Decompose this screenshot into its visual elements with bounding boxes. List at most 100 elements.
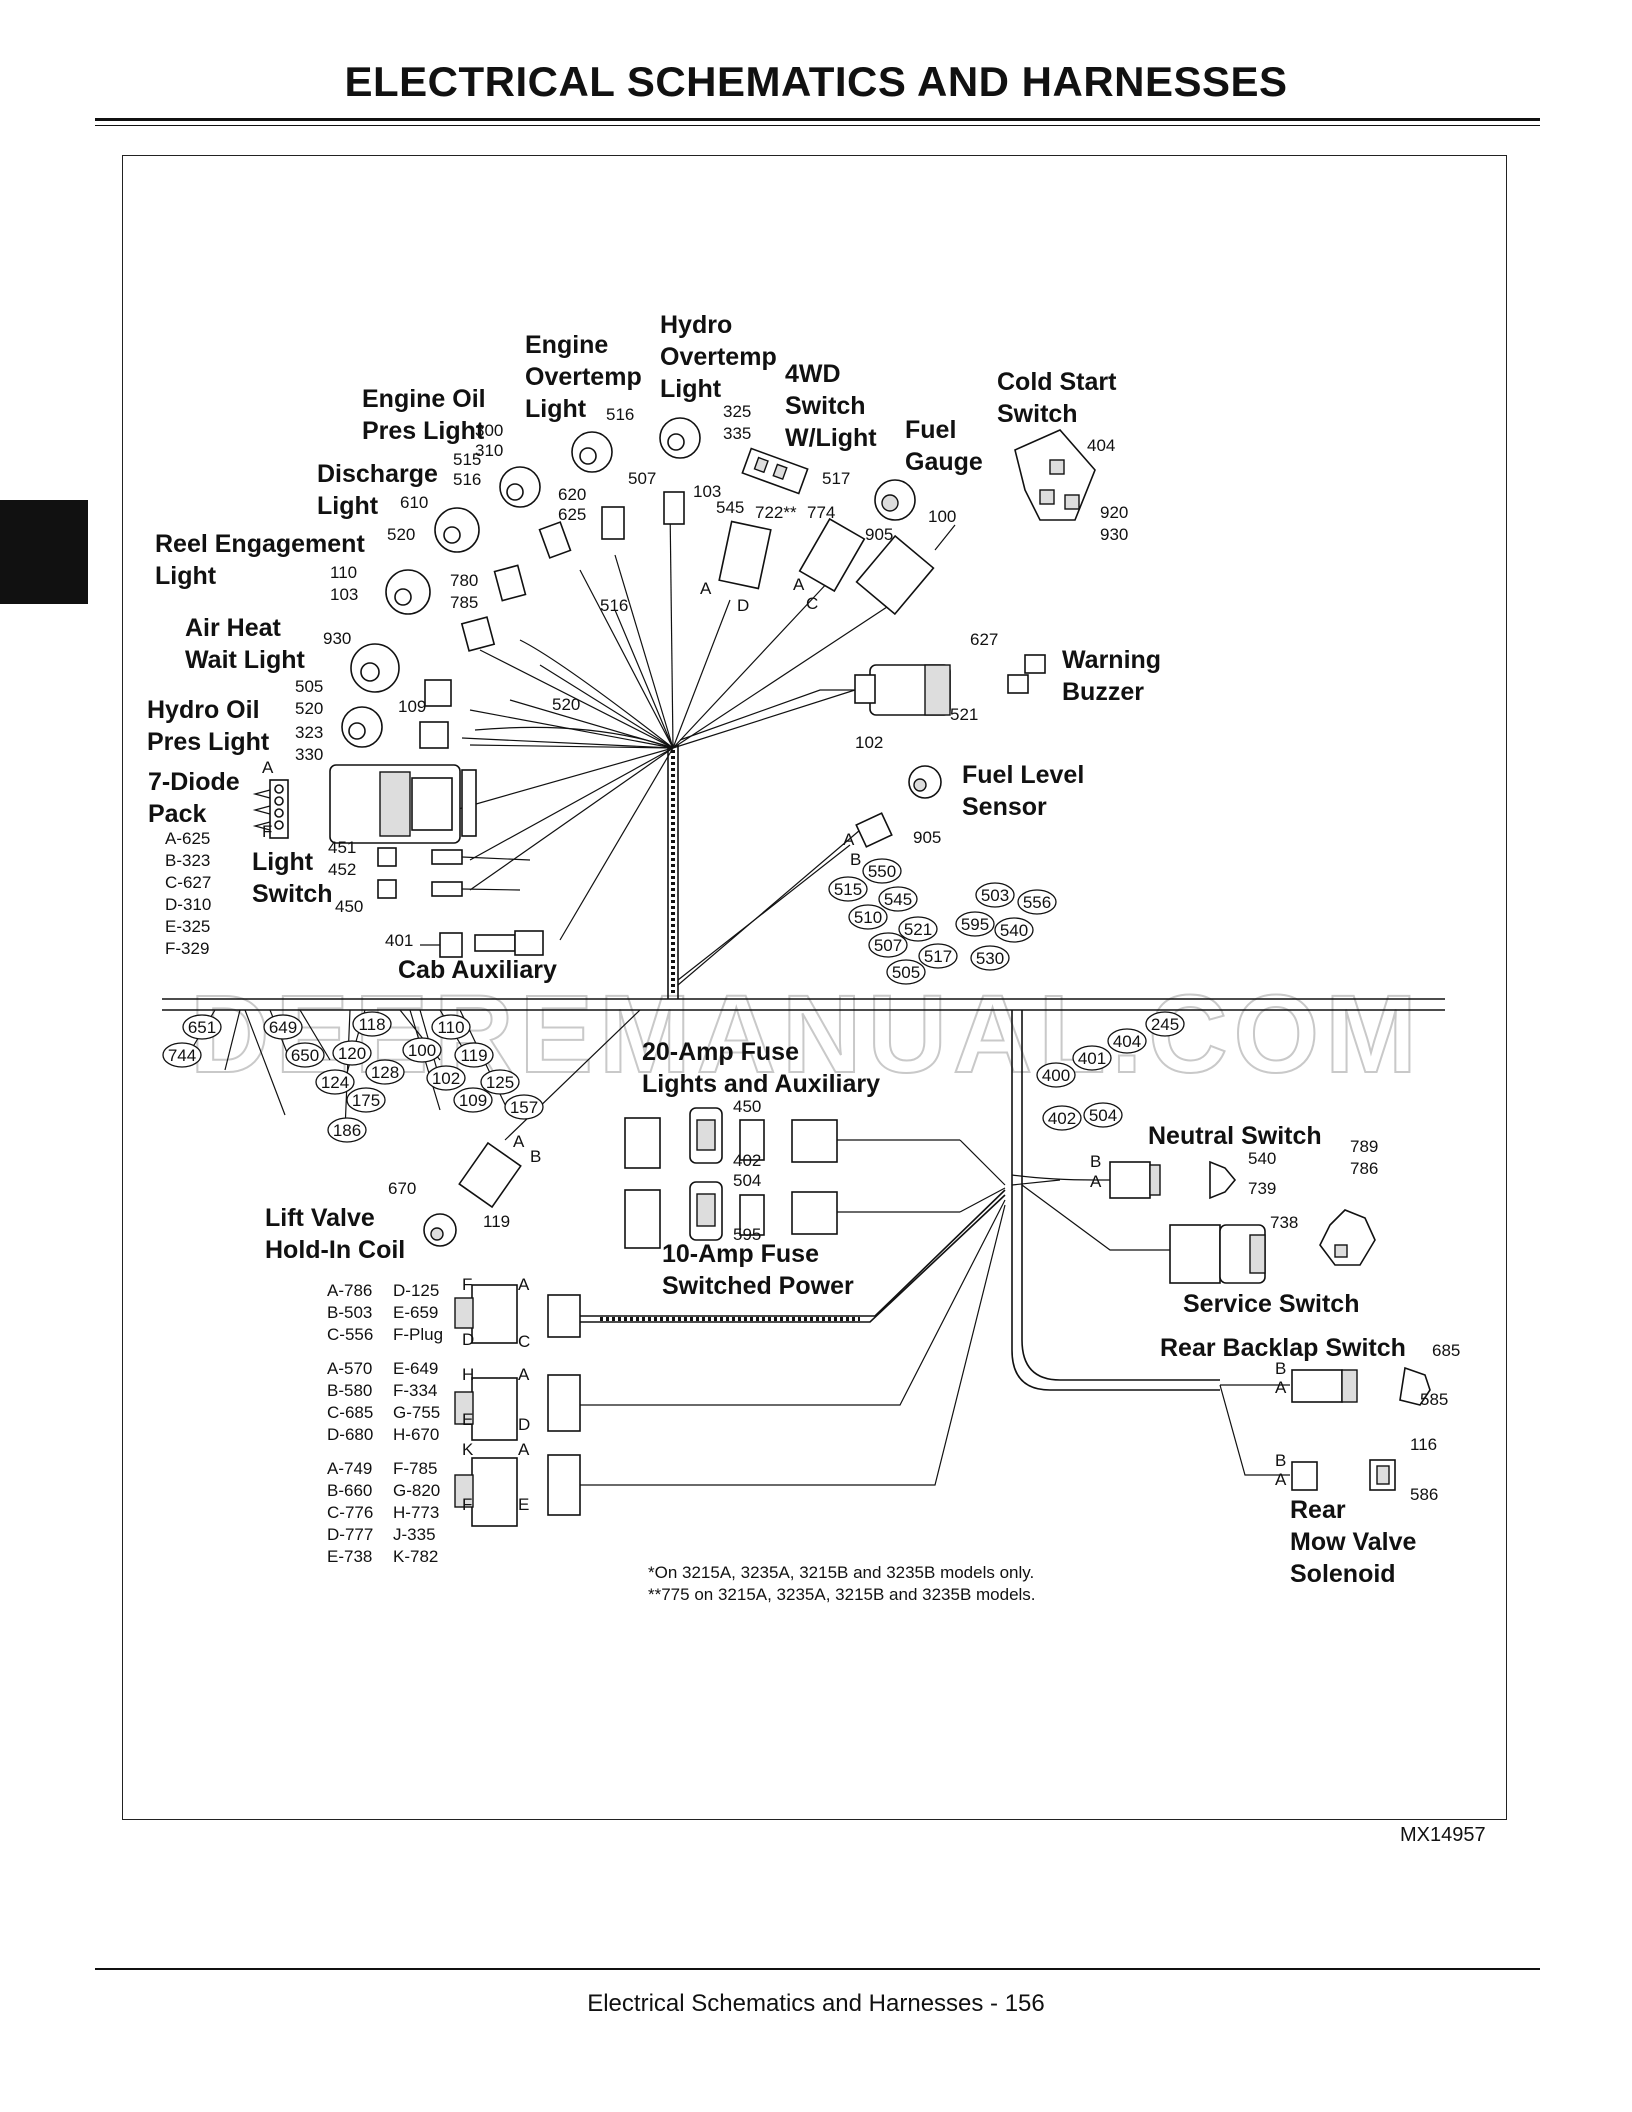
svg-text:E-659: E-659: [393, 1303, 438, 1322]
svg-text:F: F: [462, 1495, 472, 1514]
cab-auxiliary-symbol: [420, 930, 544, 958]
svg-text:625: 625: [558, 505, 586, 524]
svg-text:A: A: [518, 1275, 530, 1294]
svg-text:G-820: G-820: [393, 1481, 440, 1500]
svg-text:B-503: B-503: [327, 1303, 372, 1322]
svg-text:A: A: [518, 1365, 530, 1384]
svg-text:300: 300: [475, 421, 503, 440]
svg-text:905: 905: [913, 828, 941, 847]
hydro-oil-light-symbol: [341, 706, 383, 748]
svg-text:A-625: A-625: [165, 829, 210, 848]
svg-text:930: 930: [323, 629, 351, 648]
label-mow-3: Solenoid: [1290, 1560, 1396, 1588]
page-title: ELECTRICAL SCHEMATICS AND HARNESSES: [344, 58, 1288, 105]
label-4wd-2: Switch: [785, 392, 866, 420]
svg-text:110: 110: [330, 563, 357, 582]
svg-text:450: 450: [335, 897, 363, 916]
svg-text:627: 627: [970, 630, 998, 649]
svg-text:520: 520: [387, 525, 415, 544]
label-mow-2: Mow Valve: [1290, 1528, 1417, 1556]
svg-text:D: D: [737, 596, 749, 615]
splice-bubble-label: 157: [510, 1098, 538, 1117]
splice-bubble: [402, 1037, 442, 1063]
splice-bubble: [1083, 1102, 1123, 1128]
label-engine-overtemp-3: Light: [525, 395, 587, 423]
radiating-wires: [454, 504, 891, 986]
svg-text:C-627: C-627: [165, 873, 211, 892]
svg-text:F-Plug: F-Plug: [393, 1325, 443, 1344]
label-buzzer-1: Warning: [1062, 646, 1161, 674]
svg-text:D-680: D-680: [327, 1425, 373, 1444]
splice-bubble: [315, 1069, 355, 1095]
fuel-level-sensor-symbol: [855, 765, 942, 848]
svg-text:323: 323: [295, 723, 323, 742]
label-buzzer-2: Buzzer: [1062, 678, 1144, 706]
fuse-blocks: [624, 1107, 1006, 1249]
svg-text:507: 507: [628, 469, 656, 488]
splice-bubble: [994, 917, 1034, 943]
svg-text:335: 335: [723, 424, 751, 443]
discharge-light-symbol: [434, 507, 480, 553]
title-rule-thin: [95, 125, 1540, 126]
engine-oil-light-symbol: [499, 466, 541, 508]
svg-text:A: A: [1275, 1378, 1287, 1397]
svg-text:A: A: [513, 1132, 525, 1151]
svg-text:595: 595: [733, 1225, 761, 1244]
svg-text:780: 780: [450, 571, 478, 590]
splice-bubble: [878, 886, 918, 912]
splice-bubble-label: 175: [352, 1091, 380, 1110]
light-switch-symbol: [377, 847, 531, 899]
svg-text:325: 325: [723, 402, 751, 421]
engine-overtemp-light-symbol: [571, 431, 613, 473]
splice-bubble-label: 651: [188, 1018, 216, 1037]
label-backlap: Rear Backlap Switch: [1160, 1334, 1406, 1362]
splice-bubble-label: 245: [1151, 1015, 1179, 1034]
warning-buzzer-symbol: [854, 654, 1046, 716]
splice-bubble-label: 120: [338, 1044, 366, 1063]
svg-text:B: B: [1275, 1451, 1286, 1470]
svg-text:A-786: A-786: [327, 1281, 372, 1300]
label-lift-2: Hold-In Coil: [265, 1236, 405, 1264]
svg-text:330: 330: [295, 745, 323, 764]
label-fuel-gauge-1: Fuel: [905, 416, 956, 444]
svg-text:H-670: H-670: [393, 1425, 439, 1444]
label-engine-oil-2: Pres Light: [362, 417, 485, 445]
label-neutral: Neutral Switch: [1148, 1122, 1322, 1150]
svg-text:739: 739: [1248, 1179, 1276, 1198]
splice-bubble: [504, 1094, 544, 1120]
svg-text:516: 516: [606, 405, 634, 424]
svg-text:310: 310: [475, 441, 503, 460]
splice-bubble: [1036, 1062, 1076, 1088]
main-harness: [162, 745, 1445, 1391]
svg-text:K-782: K-782: [393, 1547, 438, 1566]
label-service: Service Switch: [1183, 1290, 1359, 1318]
svg-text:116: 116: [1410, 1435, 1437, 1454]
splice-bubble-label: 540: [1000, 921, 1028, 940]
right-components: [1011, 1160, 1431, 1491]
svg-text:515: 515: [453, 450, 481, 469]
svg-text:102: 102: [855, 733, 883, 752]
label-fuse10-2: Switched Power: [662, 1272, 854, 1300]
svg-text:B: B: [850, 850, 861, 869]
svg-text:E-738: E-738: [327, 1547, 372, 1566]
svg-text:F-329: F-329: [165, 939, 209, 958]
svg-text:401: 401: [385, 931, 413, 950]
cold-start-switch-symbol: [1014, 429, 1096, 521]
label-cold-start-1: Cold Start: [997, 368, 1117, 396]
splice-bubble-label: 128: [371, 1063, 399, 1082]
svg-text:B-580: B-580: [327, 1381, 372, 1400]
component-labels: Engine Overtemp Light Hydro Overtemp Lig…: [147, 311, 1417, 1588]
splice-bubble-label: 503: [981, 886, 1009, 905]
diagram-frame: [122, 155, 1507, 1820]
splice-bubble-label: 102: [432, 1069, 460, 1088]
figure-id: MX14957: [1400, 1824, 1486, 1846]
splice-bubble-label: 550: [868, 862, 896, 881]
splice-bubble-label: 504: [1089, 1106, 1117, 1125]
svg-text:C-556: C-556: [327, 1325, 373, 1344]
svg-text:585: 585: [1420, 1390, 1448, 1409]
splice-bubble: [327, 1117, 367, 1143]
svg-text:517: 517: [822, 469, 850, 488]
